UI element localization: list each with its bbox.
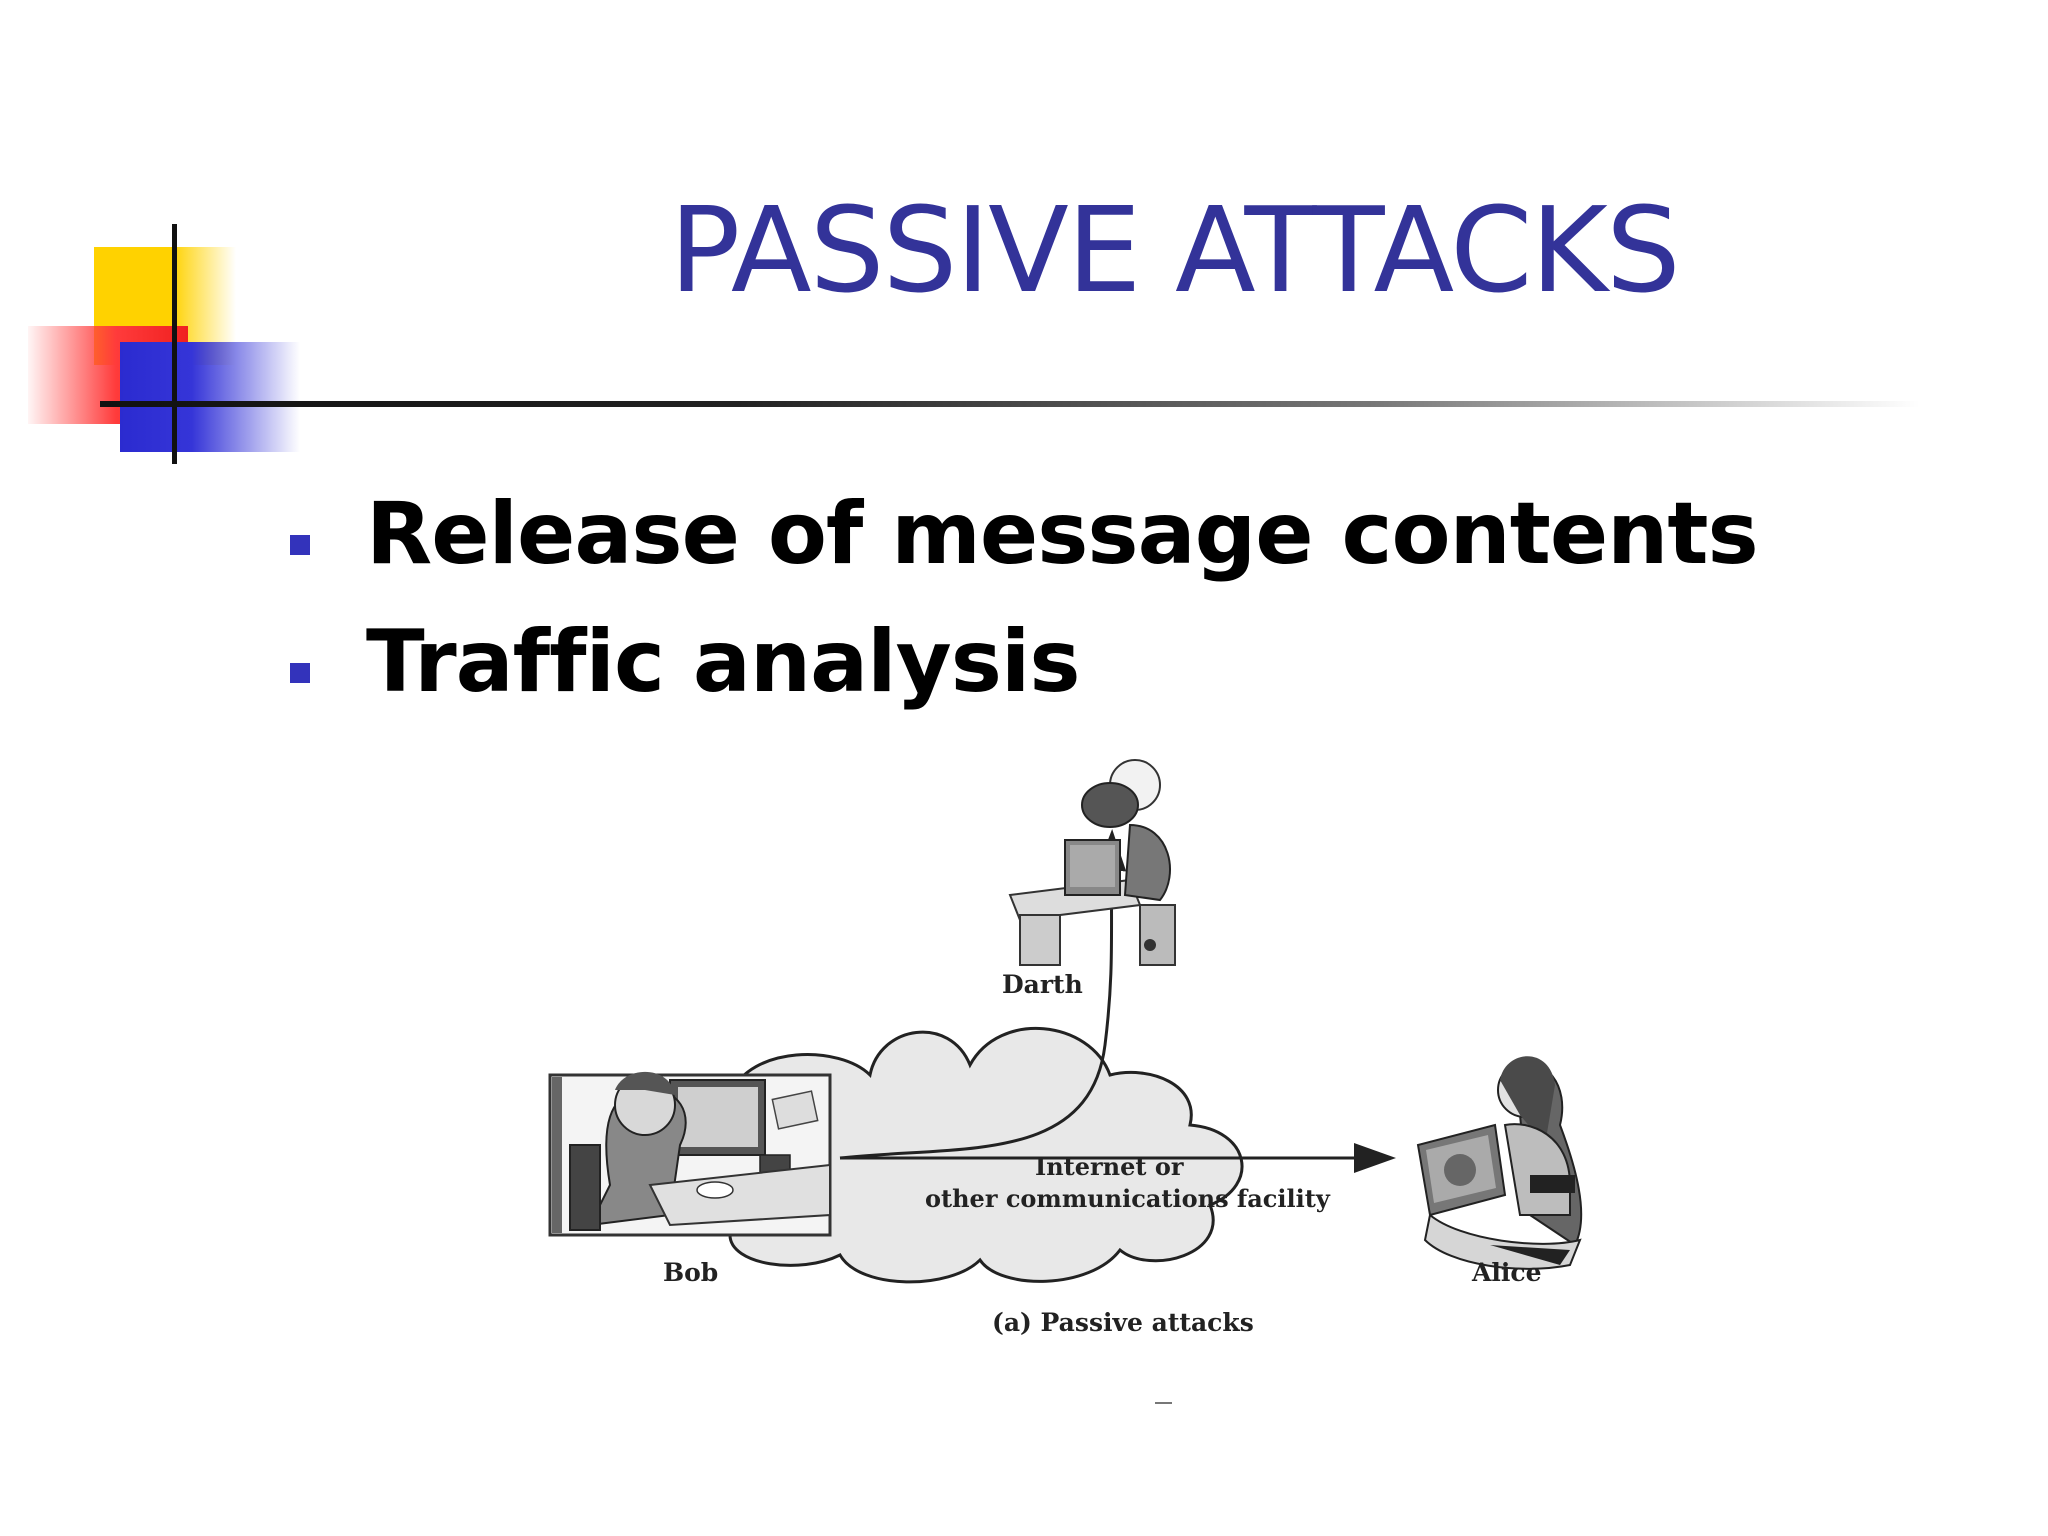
- alice-laptop-illustration: [1416, 1056, 1583, 1270]
- title-underline: [100, 401, 1920, 407]
- figure-caption: (a) Passive attacks: [992, 1308, 1254, 1337]
- darth-attacker-illustration: [1008, 759, 1176, 966]
- passive-attack-diagram: Darth Internet or other communications f…: [530, 745, 1610, 1425]
- blue-square: [120, 342, 300, 452]
- bullet-text: Traffic analysis: [366, 612, 1081, 712]
- network-label-line2: other communications facility: [925, 1184, 1330, 1213]
- darth-label: Darth: [1002, 970, 1083, 999]
- alice-label: Alice: [1472, 1258, 1542, 1287]
- bullet-list: Release of message contents Traffic anal…: [290, 470, 1759, 726]
- vertical-rule: [172, 224, 177, 464]
- network-label-line1: Internet or: [1035, 1152, 1184, 1181]
- interception-arrow: [839, 829, 1127, 1160]
- diagram-canvas: [548, 759, 1583, 1404]
- bullet-text: Release of message contents: [366, 484, 1759, 584]
- slide-title: PASSIVE ATTACKS: [669, 181, 1681, 319]
- square-bullet-icon: [290, 535, 310, 555]
- square-bullet-icon: [290, 663, 310, 683]
- bob-workstation-illustration: [548, 1071, 832, 1237]
- bullet-item: Traffic analysis: [290, 598, 1758, 726]
- bullet-item: Release of message contents: [290, 470, 1759, 598]
- bob-label: Bob: [663, 1258, 719, 1287]
- decorative-corner-graphic: [0, 0, 330, 480]
